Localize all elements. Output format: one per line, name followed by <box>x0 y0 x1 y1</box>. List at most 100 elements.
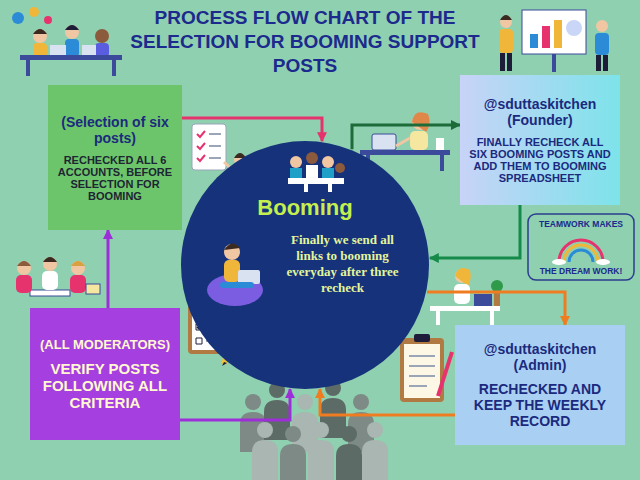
readers-illustration <box>43 257 57 262</box>
laptop-worker-illustration <box>360 150 450 155</box>
flow-arrow <box>180 389 290 420</box>
teamwork-sticker <box>552 259 566 265</box>
whiteboard-illustration <box>554 20 562 48</box>
process-box: @sduttaskitchen (Founder)FINALLY RECHECK… <box>460 75 620 205</box>
team-desk-illustration <box>82 45 96 55</box>
team-desk-illustration <box>95 43 109 57</box>
desk-worker-illustration <box>490 311 494 325</box>
crowd-illustration <box>252 422 278 480</box>
desk-worker-illustration <box>494 292 500 306</box>
checklist-illustration <box>197 131 205 161</box>
record-clipboard-illustration <box>414 334 430 342</box>
desk-worker-illustration <box>430 268 503 325</box>
team-desk-illustration <box>44 16 52 24</box>
sticker-text: TEAMWORK MAKES <box>531 219 631 229</box>
checklist-illustration <box>192 124 226 170</box>
whiteboard-illustration <box>596 20 608 32</box>
whiteboard-illustration <box>566 20 582 36</box>
readers-illustration <box>71 261 85 266</box>
record-clipboard-illustration <box>409 356 435 386</box>
whiteboard-illustration <box>522 10 586 54</box>
readers-illustration <box>86 284 100 294</box>
team-desk-illustration <box>12 12 24 24</box>
team-desk-illustration <box>65 39 79 57</box>
team-desk-illustration <box>33 43 47 57</box>
whiteboard-illustration <box>595 33 609 55</box>
readers-illustration <box>17 261 31 266</box>
whiteboard-illustration <box>552 54 556 72</box>
circle-fill <box>181 141 429 389</box>
flow-arrow <box>107 230 110 308</box>
box-content: @sduttaskitchen (Admin) RECHECKED AND KEE… <box>455 333 625 437</box>
team-desk-illustration <box>112 60 116 76</box>
crowd-illustration <box>336 426 362 480</box>
desk-worker-illustration <box>455 268 471 286</box>
whiteboard-illustration <box>596 55 601 71</box>
crowd-illustration <box>308 422 334 480</box>
team-desk-illustration <box>26 60 30 76</box>
readers-illustration <box>17 261 31 275</box>
box-heading: (Selection of six posts) <box>56 114 174 146</box>
whiteboard-illustration <box>500 16 512 28</box>
teamwork-sticker <box>564 245 598 262</box>
desk-worker-illustration <box>430 306 500 311</box>
whiteboard-illustration <box>542 26 550 48</box>
team-desk-illustration <box>50 45 66 55</box>
box-heading: @sduttaskitchen (Admin) <box>463 341 617 373</box>
box-body: FINALLY RECHECK ALL SIX BOOMING POSTS AN… <box>468 136 612 184</box>
crowd-illustration <box>362 422 388 480</box>
team-desk-illustration <box>65 25 79 39</box>
flow-arrow <box>427 292 565 325</box>
process-circle: BoomingFinally we send all links to boom… <box>180 140 430 390</box>
teamwork-sticker <box>528 214 634 280</box>
team-desk-illustration <box>20 55 122 60</box>
chart-title: PROCESS FLOW CHART OF THE SELECTION FOR … <box>130 6 480 78</box>
record-clipboard-illustration <box>438 352 452 396</box>
readers-illustration <box>16 275 32 293</box>
box-content: (ALL MODERATORS) VERIFY POSTS FOLLOWING A… <box>30 329 180 419</box>
teamwork-sticker <box>528 214 634 280</box>
whiteboard-illustration <box>500 15 512 20</box>
flow-arrow <box>320 389 455 415</box>
readers-illustration <box>30 290 70 296</box>
team-desk-illustration <box>33 29 47 43</box>
whiteboard-illustration <box>499 10 609 72</box>
box-content: (Selection of six posts) RECHECKED ALL 6 … <box>48 106 182 210</box>
desk-worker-illustration <box>491 280 503 292</box>
box-heading: (ALL MODERATORS) <box>40 337 170 352</box>
team-desk-illustration <box>33 29 47 34</box>
process-box: (ALL MODERATORS) VERIFY POSTS FOLLOWING A… <box>30 308 180 440</box>
process-box: @sduttaskitchen (Admin) RECHECKED AND KEE… <box>455 325 625 445</box>
team-desk-illustration <box>95 29 109 43</box>
box-body: VERIFY POSTS FOLLOWING ALL CRITERIA <box>38 360 172 411</box>
desk-worker-illustration <box>436 311 440 325</box>
team-desk-illustration <box>12 7 122 76</box>
laptop-worker-illustration <box>410 131 428 150</box>
readers-illustration <box>71 261 85 275</box>
box-body: RECHECKED AND KEEP THE WEEKLY RECORD <box>463 381 617 429</box>
team-desk-illustration <box>29 7 39 17</box>
sticker-text: THE DREAM WORK! <box>531 266 631 276</box>
box-body: RECHECKED ALL 6 ACCOUNTS, BEFORE SELECTI… <box>56 154 174 202</box>
process-box: (Selection of six posts) RECHECKED ALL 6 … <box>48 85 182 230</box>
clipboard-illustration <box>222 362 227 366</box>
flow-arrow <box>430 205 520 258</box>
laptop-worker-illustration <box>436 138 444 150</box>
whiteboard-illustration <box>603 55 608 71</box>
crowd-illustration <box>240 380 388 480</box>
box-content: @sduttaskitchen (Founder)FINALLY RECHECK… <box>460 88 620 192</box>
record-clipboard-illustration <box>404 344 440 398</box>
whiteboard-illustration <box>499 29 513 53</box>
laptop-worker-illustration <box>372 134 396 150</box>
teamwork-sticker <box>559 240 603 262</box>
flow-arrow <box>352 125 460 149</box>
laptop-worker-illustration <box>440 155 444 171</box>
checklist-illustration <box>209 134 221 158</box>
team-desk-illustration <box>65 25 79 30</box>
readers-illustration <box>70 275 86 293</box>
record-clipboard-illustration <box>400 334 452 402</box>
box-body: Finally we send all links to booming eve… <box>280 232 405 296</box>
whiteboard-illustration <box>530 34 538 48</box>
laptop-worker-illustration <box>396 138 410 146</box>
